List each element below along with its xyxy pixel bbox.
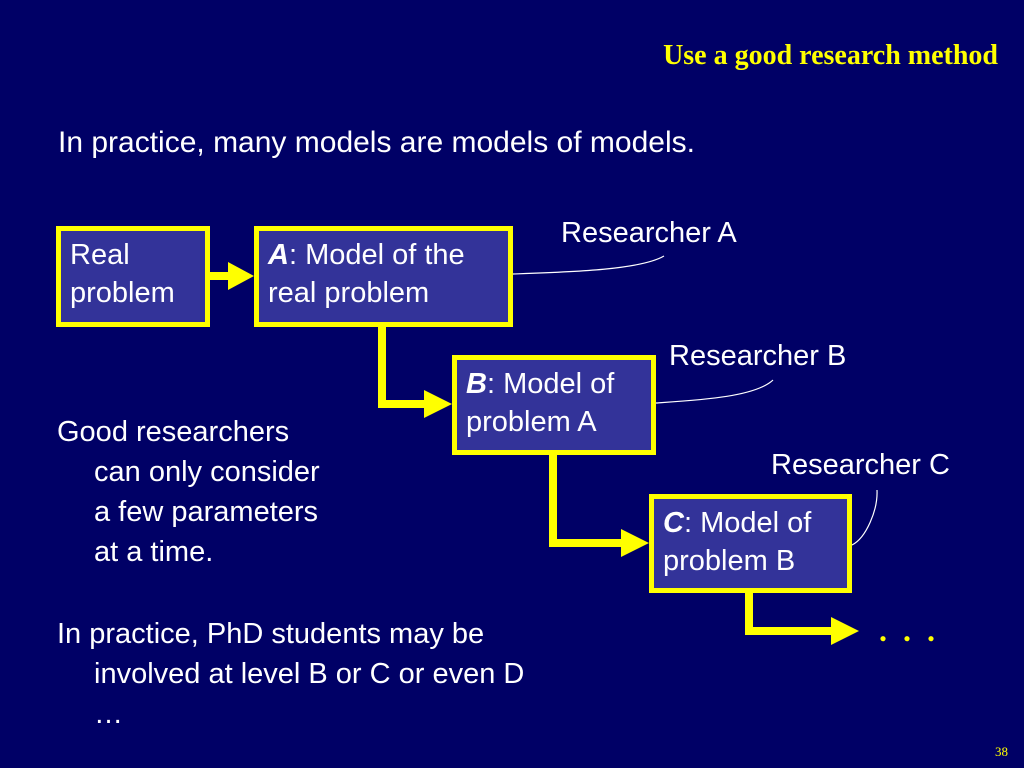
researcher-c-callout: [851, 489, 878, 546]
box-c-label: C: [663, 507, 684, 539]
box-model-b: B: Model of problem A: [452, 355, 656, 455]
phd-students-note: In practice, PhD students may be involve…: [57, 614, 524, 734]
box-b-line2: problem A: [466, 406, 597, 438]
arrow-a-to-b-shaft: [378, 327, 428, 408]
continuation-ellipsis: . . .: [879, 612, 939, 648]
researcher-b-label: Researcher B: [669, 340, 847, 372]
box-a-label: A: [268, 239, 289, 271]
researcher-b-callout: [655, 379, 774, 404]
box-c-line1: C: Model of: [663, 504, 847, 542]
box-real-problem: Real problem: [56, 226, 210, 327]
good-note-line: at a time.: [94, 536, 214, 568]
good-note-line: Good researchers: [57, 416, 290, 448]
page-number: 38: [995, 744, 1008, 759]
box-model-a: A: Model of the real problem: [254, 226, 513, 327]
researcher-c-label: Researcher C: [771, 449, 950, 481]
good-researchers-note: Good researchers can only consider a few…: [57, 412, 320, 572]
arrow-a-to-b-head: [424, 390, 452, 418]
phd-note-line: In practice, PhD students may be: [57, 618, 485, 650]
box-a-line2: real problem: [268, 277, 430, 309]
slide-title: Use a good research method: [663, 40, 998, 71]
box-c-line1-rest: : Model of: [683, 507, 812, 539]
box-real-line1: Real: [70, 239, 130, 271]
box-real-line2: problem: [70, 277, 175, 309]
arrow-c-to-next-shaft: [745, 593, 835, 635]
box-model-c: C: Model of problem B: [649, 494, 852, 593]
box-a-line1: A: Model of the: [268, 236, 508, 274]
intro-text: In practice, many models are models of m…: [58, 126, 695, 159]
researcher-a-label: Researcher A: [561, 217, 737, 249]
phd-note-line: involved at level B or C or even D: [94, 658, 525, 690]
box-a-line1-rest: : Model of the: [288, 239, 465, 271]
researcher-a-callout: [512, 255, 665, 275]
arrow-b-to-c-head: [621, 529, 649, 557]
arrow-real-to-a-head: [228, 262, 254, 290]
box-b-line1-rest: : Model of: [486, 368, 615, 400]
box-b-line1: B: Model of: [466, 365, 651, 403]
box-c-line2: problem B: [663, 545, 796, 577]
arrow-b-to-c-shaft: [549, 455, 625, 547]
good-note-line: can only consider: [94, 456, 320, 488]
box-b-label: B: [466, 368, 487, 400]
phd-note-line: …: [94, 698, 123, 730]
good-note-line: a few parameters: [94, 496, 319, 528]
arrow-c-to-next-head: [831, 617, 859, 645]
